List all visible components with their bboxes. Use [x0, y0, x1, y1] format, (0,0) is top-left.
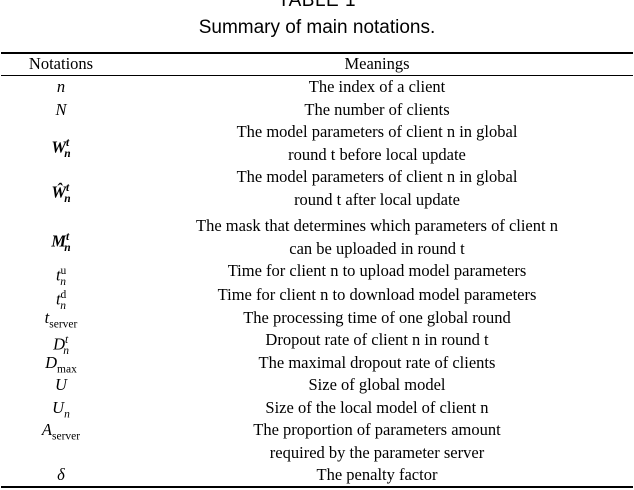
meaning-cell: The mask that determines which parameter…	[196, 216, 558, 258]
notation-cell: δ	[0, 464, 122, 487]
top-rule	[1, 52, 633, 54]
notation-cell: Dmax	[0, 352, 122, 381]
notation-symbol: Ŵtn	[51, 182, 71, 205]
meaning-cell: The model parameters of client n in glob…	[236, 122, 518, 164]
meaning-cell: Size of the local model of client n	[265, 397, 489, 417]
notation-symbol: Mtn	[51, 231, 71, 254]
notation-cell: Mtn	[0, 226, 122, 259]
notation-symbol: U	[55, 375, 67, 394]
notation-cell: n	[0, 76, 122, 99]
meaning-cell: The penalty factor	[316, 465, 438, 484]
notation-cell: U	[0, 374, 122, 397]
notation-cell: tserver	[0, 307, 122, 336]
notation-cell: Wtn	[0, 132, 122, 165]
notation-symbol: Wtn	[51, 137, 71, 160]
meaning-cell: Size of global model	[308, 375, 446, 394]
notation-symbol: N	[55, 99, 67, 119]
notation-symbol: tun	[55, 265, 67, 288]
header-rule	[1, 75, 633, 76]
meaning-cell: Time for client n to upload model parame…	[227, 261, 527, 280]
notation-symbol: δ	[57, 465, 65, 484]
table-label: TABLE 1	[277, 0, 357, 11]
meaning-cell: The index of a client	[308, 77, 446, 96]
meaning-cell: The processing time of one global round	[243, 307, 511, 327]
notation-cell: Dtn	[0, 329, 122, 362]
meaning-cell: The maximal dropout rate of clients	[258, 353, 496, 372]
notation-symbol: Aserver	[41, 420, 81, 443]
notation-symbol: Dtn	[53, 334, 69, 357]
notation-cell: tun	[0, 260, 122, 293]
notation-symbol: tdn	[55, 289, 67, 312]
meaning-cell: The number of clients	[304, 99, 450, 119]
notation-cell: N	[0, 99, 122, 122]
bottom-rule	[1, 486, 633, 488]
meaning-cell: Time for client n to download model para…	[217, 285, 537, 304]
notation-cell: Un	[0, 397, 122, 426]
meaning-cell: Dropout rate of client n in round t	[265, 330, 489, 349]
header-notations: Notations	[28, 54, 94, 73]
notation-symbol: Dmax	[45, 353, 77, 376]
notation-cell: tdn	[0, 284, 122, 317]
meaning-cell: The model parameters of client n in glob…	[236, 167, 518, 209]
notation-symbol: tserver	[44, 307, 78, 330]
header-meanings: Meanings	[344, 54, 410, 73]
notation-cell: Aserver	[0, 419, 122, 448]
table-title: Summary of main notations.	[198, 17, 436, 38]
notation-symbol: n	[56, 77, 66, 96]
notation-symbol: Un	[52, 397, 70, 420]
notation-cell: Ŵtn	[0, 177, 122, 210]
